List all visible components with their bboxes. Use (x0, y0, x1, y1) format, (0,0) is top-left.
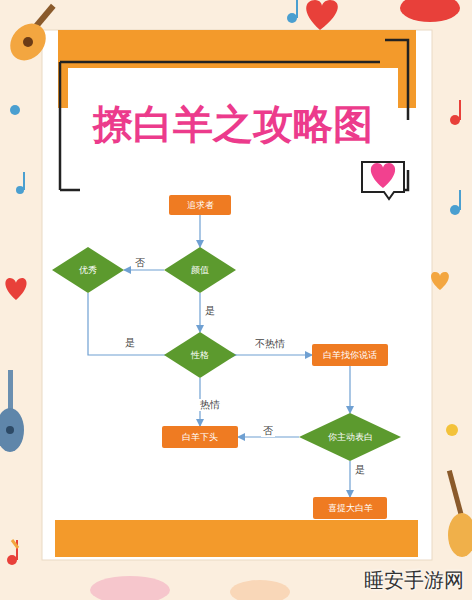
connector (236, 354, 312, 355)
node-label: 追求者 (187, 200, 214, 210)
decision-diamond: 优秀 (52, 247, 124, 293)
watermark: 睡安手游网 (364, 567, 464, 594)
heart (90, 576, 170, 600)
process-box: 喜提大白羊 (313, 497, 387, 519)
decision-diamond: 性格 (164, 332, 236, 378)
process-box: 追求者 (169, 195, 231, 215)
edge-label: 否 (133, 257, 147, 269)
connector (349, 366, 350, 413)
connector (124, 269, 164, 270)
edge-label: 是 (353, 464, 367, 476)
heart (230, 580, 290, 600)
title-frame (60, 40, 408, 190)
music-note (16, 0, 461, 215)
edge-label: 是 (203, 305, 217, 317)
process-box: 白羊找你说话 (312, 344, 388, 366)
node-label: 性格 (191, 350, 209, 360)
decision-diamond: 你主动表白 (299, 413, 401, 461)
card (42, 30, 432, 560)
guitar (447, 470, 472, 557)
node-label: 颜值 (191, 265, 209, 275)
decision-diamond: 颜值 (164, 247, 236, 293)
heart (5, 278, 26, 300)
node-label: 白羊下头 (182, 432, 218, 442)
process-box: 白羊下头 (162, 426, 238, 448)
star (12, 540, 18, 548)
title-box: 撩白羊之攻略图 (70, 70, 396, 178)
footer-band (55, 520, 418, 557)
connector (199, 215, 200, 247)
connector (349, 461, 350, 497)
speech-bubble (362, 162, 404, 199)
edge-label: 是 (123, 337, 137, 349)
node-label: 喜提大白羊 (328, 503, 373, 513)
dot (10, 105, 20, 115)
node-label: 优秀 (79, 265, 97, 275)
edge-label: 热情 (198, 399, 222, 411)
guitar (3, 4, 56, 68)
title-box (68, 68, 398, 180)
heart (400, 0, 460, 22)
music-note (7, 100, 461, 565)
heart (371, 163, 395, 188)
edge-label: 否 (261, 425, 275, 437)
connector (199, 293, 200, 332)
title: 撩白羊之攻略图 (93, 97, 373, 152)
edge-label: 不热情 (253, 338, 287, 350)
node-label: 你主动表白 (328, 432, 373, 442)
heart (306, 0, 338, 30)
guitar (0, 370, 24, 452)
star (446, 424, 458, 436)
heart (431, 272, 449, 290)
node-label: 白羊找你说话 (323, 350, 377, 360)
